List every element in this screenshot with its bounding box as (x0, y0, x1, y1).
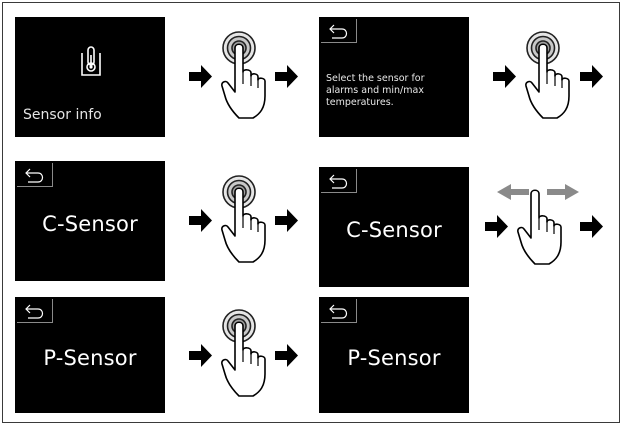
right-arrow-icon (275, 63, 299, 96)
back-arrow-icon (329, 24, 348, 39)
back-arrow-icon (25, 168, 44, 183)
right-arrow-icon (189, 63, 213, 96)
sensor-info-label: Sensor info (23, 107, 102, 123)
swipe-gesture-icon (495, 171, 581, 286)
right-arrow-icon (189, 207, 213, 240)
tap-gesture-icon (213, 169, 273, 284)
right-arrow-icon (580, 63, 604, 96)
c-sensor-selected-screen: C-Sensor (319, 167, 469, 287)
c-sensor-screen[interactable]: C-Sensor (15, 161, 165, 281)
p-sensor-title: P-Sensor (43, 346, 137, 370)
back-arrow-icon (329, 174, 348, 189)
select-sensor-screen: Select the sensor for alarms and min/max… (319, 17, 469, 137)
back-button[interactable] (17, 299, 53, 323)
right-arrow-icon (275, 342, 299, 375)
flow-diagram: Sensor info Select the sensor for alarms… (2, 2, 620, 423)
back-button[interactable] (321, 169, 357, 193)
p-sensor-selected-screen: P-Sensor (319, 297, 469, 413)
select-sensor-description: Select the sensor for alarms and min/max… (326, 73, 425, 108)
tap-gesture-icon (213, 25, 273, 140)
thermometer-icon (78, 45, 104, 84)
back-arrow-icon (329, 304, 348, 319)
c-sensor-title: C-Sensor (346, 218, 442, 242)
p-sensor-title: P-Sensor (347, 346, 441, 370)
p-sensor-screen[interactable]: P-Sensor (15, 297, 165, 413)
tap-gesture-icon (213, 303, 273, 418)
sensor-info-screen[interactable]: Sensor info (15, 17, 165, 137)
back-button[interactable] (321, 19, 357, 43)
back-arrow-icon (25, 304, 44, 319)
back-button[interactable] (321, 299, 357, 323)
right-arrow-icon (493, 63, 517, 96)
right-arrow-icon (189, 342, 213, 375)
right-arrow-icon (580, 213, 604, 246)
back-button[interactable] (17, 163, 53, 187)
right-arrow-icon (275, 207, 299, 240)
c-sensor-title: C-Sensor (42, 212, 138, 236)
tap-gesture-icon (517, 25, 577, 140)
